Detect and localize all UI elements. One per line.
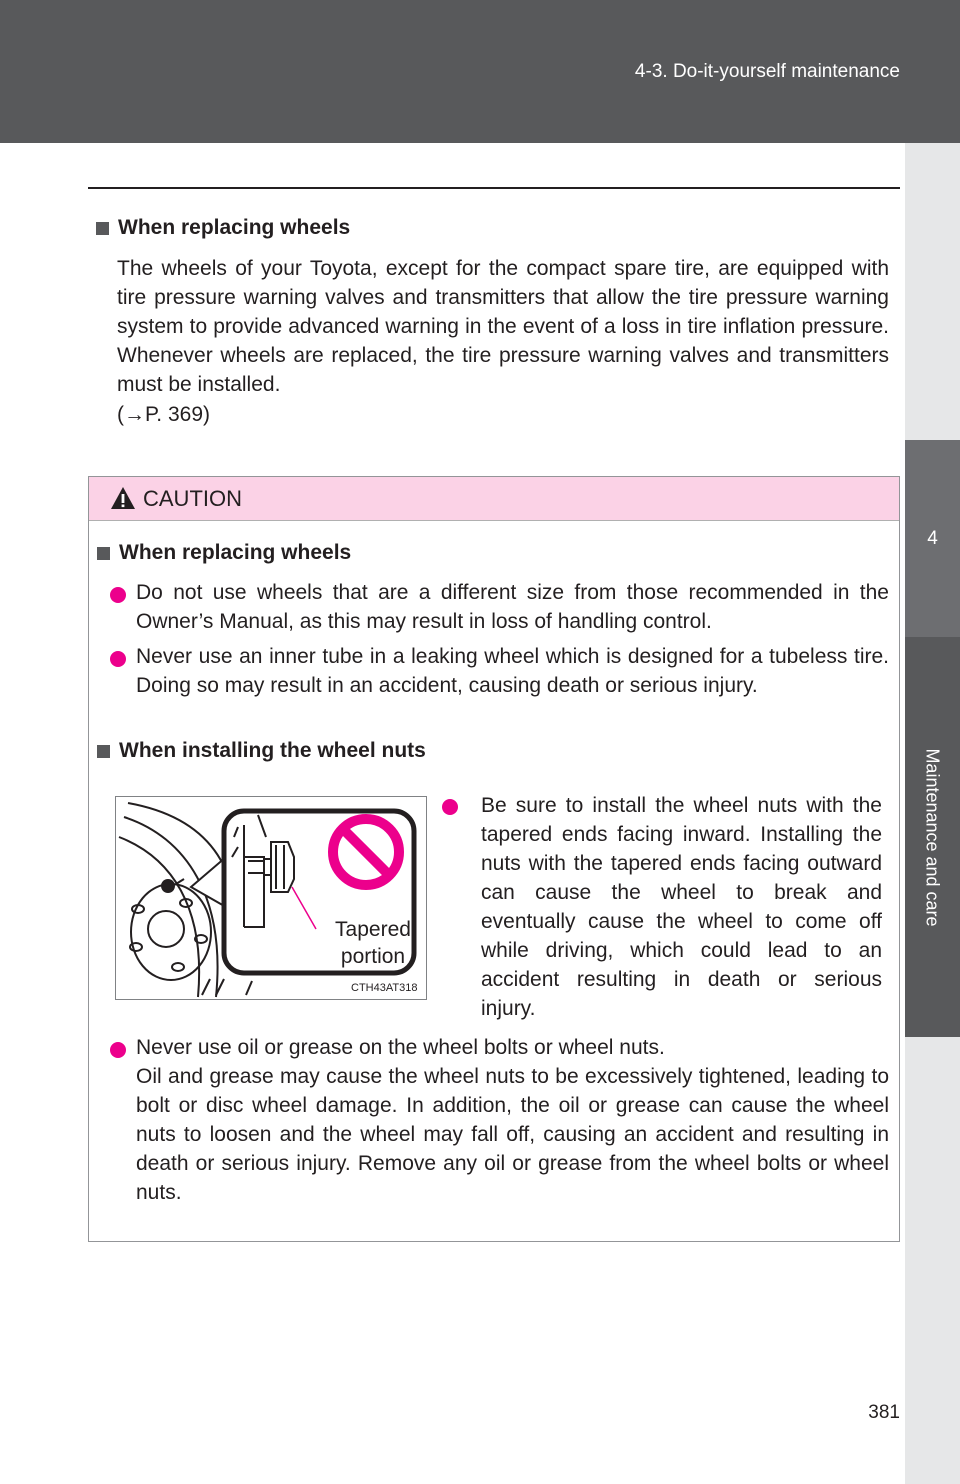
- figure-code: CTH43AT318: [351, 982, 418, 994]
- tapered-portion-label: Tapered portion: [328, 916, 418, 970]
- caution-header: CAUTION: [89, 477, 899, 521]
- wheel-nut-illustration: Tapered portion CTH43AT318: [115, 796, 427, 1000]
- caution-bullet-size: Do not use wheels that are a different s…: [136, 581, 889, 633]
- chapter-label-tab: [905, 637, 960, 1037]
- caution-title: CAUTION: [143, 486, 242, 511]
- warning-triangle-icon: [111, 487, 135, 509]
- header-band: [0, 0, 960, 143]
- caution-bullet-tapered-ends: Be sure to install the wheel nuts with t…: [481, 794, 882, 1020]
- caution-box: CAUTION When replacing wheels Do not use…: [88, 476, 900, 1242]
- tapered-label-line1: Tapered: [335, 918, 411, 941]
- intro-heading: When replacing wheels: [96, 216, 350, 240]
- wheel-drawing: [118, 802, 417, 998]
- section-header: 4-3. Do-it-yourself maintenance: [634, 61, 900, 82]
- caution-heading-nuts-text: When installing the wheel nuts: [119, 739, 426, 762]
- caution-bullet-inner-tube: Never use an inner tube in a leaking whe…: [136, 645, 889, 697]
- caution-bullet-oil-grease: Never use oil or grease on the wheel bol…: [136, 1036, 665, 1059]
- square-bullet-icon: [97, 744, 110, 758]
- page-number: 381: [868, 1402, 900, 1423]
- caution-heading-replacing: When replacing wheels: [97, 541, 351, 565]
- caution-heading-replacing-text: When replacing wheels: [119, 541, 352, 564]
- chapter-label: Maintenance and care: [923, 747, 943, 927]
- intro-heading-text: When replacing wheels: [118, 216, 351, 239]
- bullet-dot-icon: [442, 799, 458, 815]
- square-bullet-icon: [97, 546, 110, 560]
- intro-paragraph: The wheels of your Toyota, except for th…: [117, 257, 889, 396]
- square-bullet-icon: [96, 221, 109, 235]
- bullet-dot-icon: [110, 651, 126, 667]
- intro-page-reference: (→P. 369): [117, 403, 210, 426]
- chapter-label-wrap: Maintenance and care: [905, 637, 960, 1037]
- chapter-number-tab: 4: [905, 440, 960, 637]
- caution-oil-grease-detail: Oil and grease may cause the wheel nuts …: [136, 1065, 889, 1204]
- top-divider: [88, 187, 900, 189]
- prohibition-icon: [328, 814, 404, 890]
- bullet-dot-icon: [110, 1042, 126, 1058]
- tapered-label-line2: portion: [340, 945, 406, 968]
- caution-heading-nuts: When installing the wheel nuts: [97, 739, 426, 763]
- bullet-dot-icon: [110, 587, 126, 603]
